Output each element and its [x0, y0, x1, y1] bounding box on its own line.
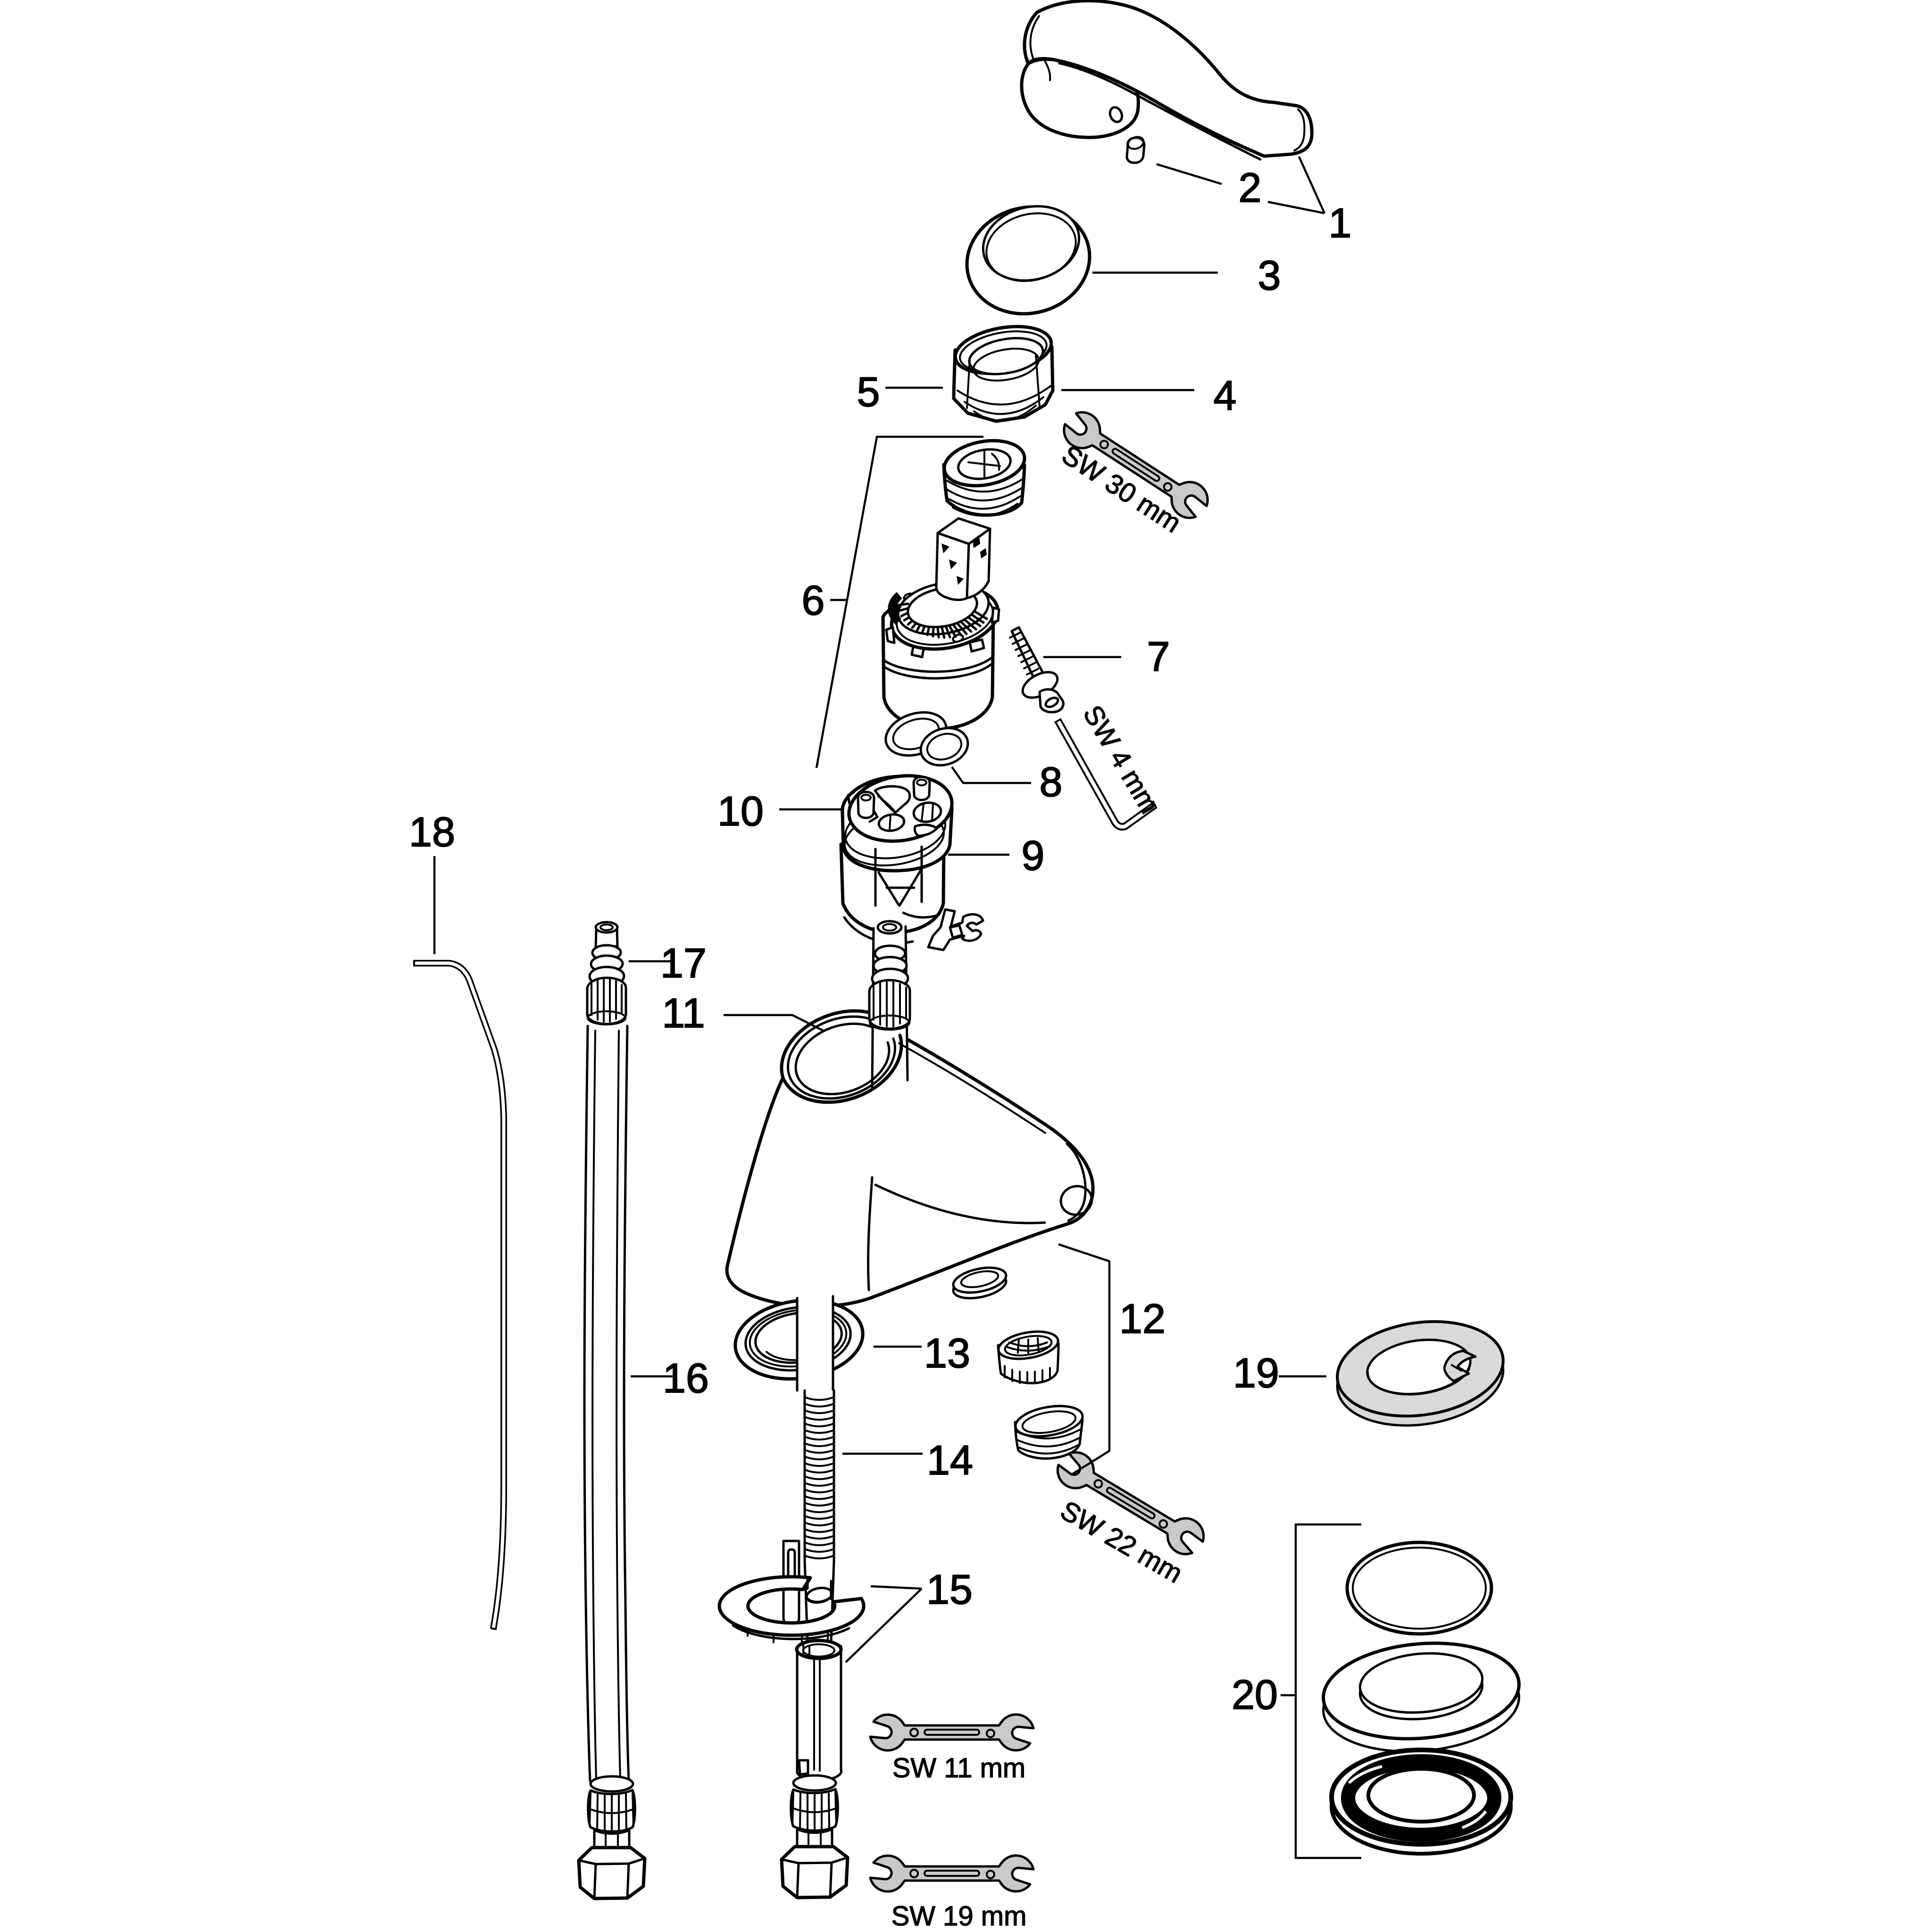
svg-text:11: 11 — [662, 990, 705, 1036]
svg-text:5: 5 — [857, 368, 880, 415]
svg-text:6: 6 — [802, 577, 825, 624]
svg-text:7: 7 — [1147, 633, 1170, 680]
svg-text:SW 11 mm: SW 11 mm — [892, 1753, 1026, 1783]
svg-text:19: 19 — [1233, 1349, 1279, 1396]
svg-text:15: 15 — [926, 1566, 973, 1613]
svg-text:14: 14 — [927, 1437, 973, 1483]
svg-text:17: 17 — [660, 940, 707, 986]
svg-text:3: 3 — [1258, 252, 1281, 299]
svg-text:20: 20 — [1232, 1671, 1278, 1718]
svg-text:10: 10 — [717, 788, 764, 834]
svg-text:1: 1 — [1329, 200, 1352, 246]
svg-text:2: 2 — [1239, 164, 1262, 211]
svg-text:16: 16 — [663, 1355, 709, 1401]
svg-text:SW 19 mm: SW 19 mm — [891, 1901, 1027, 1932]
svg-text:13: 13 — [924, 1330, 970, 1376]
svg-text:12: 12 — [1119, 1295, 1166, 1342]
svg-text:9: 9 — [1022, 832, 1045, 879]
svg-text:18: 18 — [409, 808, 455, 855]
svg-text:4: 4 — [1214, 372, 1237, 419]
svg-text:8: 8 — [1040, 758, 1063, 805]
